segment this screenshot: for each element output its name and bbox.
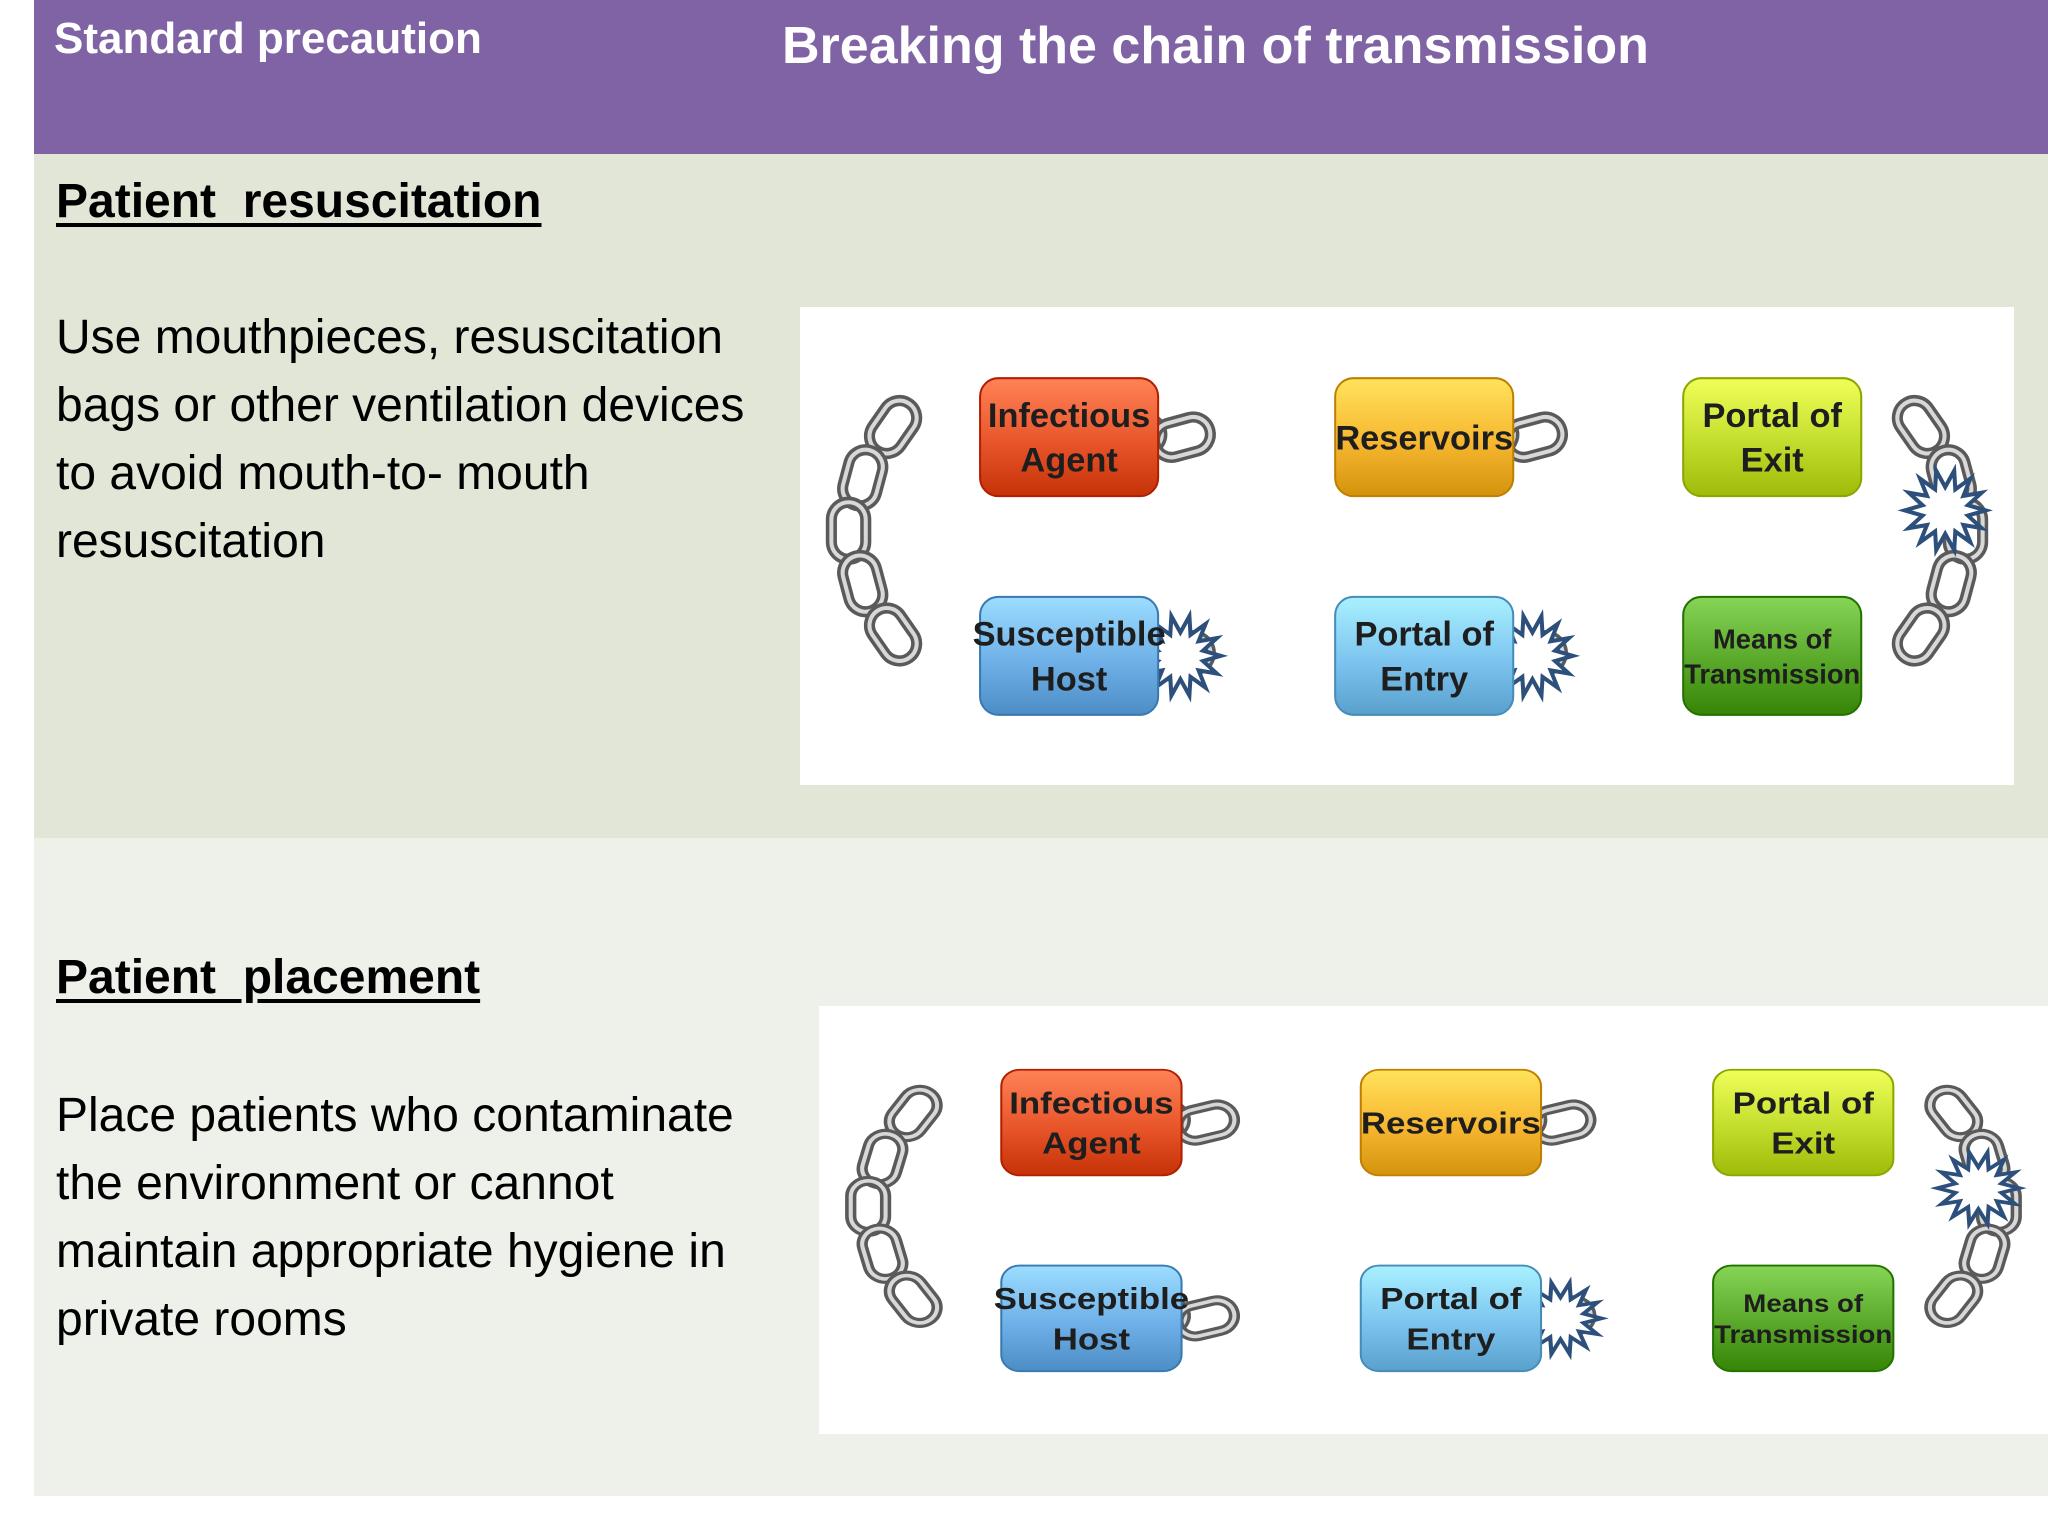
section-text: Place patients who contaminate the envir… <box>56 1089 734 1346</box>
chain-node-label: Transmission <box>1714 1320 1892 1348</box>
chain-node-label: Entry <box>1380 660 1468 698</box>
chain-node-portal-of-entry: Portal of Entry <box>1359 1264 1543 1373</box>
chain-node-label: Susceptible <box>994 1281 1189 1316</box>
section-heading: Patient resuscitation <box>56 175 542 228</box>
chain-node-label: Host <box>1053 1321 1130 1356</box>
chain-node-label: Agent <box>1020 442 1118 480</box>
chain-node-label: Agent <box>1042 1125 1141 1160</box>
break-burst-icon <box>1930 1146 2027 1230</box>
break-burst-icon <box>1897 463 1993 558</box>
section-heading: Patient placement <box>56 951 481 1004</box>
chain-node-label: Reservoirs <box>1361 1105 1541 1140</box>
chain-node-label: Exit <box>1741 442 1805 480</box>
chain-node-label: Portal of <box>1733 1085 1875 1120</box>
chain-node-label: Transmission <box>1684 658 1860 689</box>
chain-node-label: Exit <box>1771 1125 1835 1160</box>
section-text: Use mouthpieces, resuscitation bags or o… <box>56 311 745 568</box>
chain-node-means-of-transmission: Means of Transmission <box>1712 1264 1895 1373</box>
page-title: Breaking the chain of transmission <box>782 17 1649 75</box>
chain-node-label: Portal of <box>1380 1281 1522 1316</box>
chain-node-label: Means of <box>1713 624 1832 655</box>
chain-node-reservoirs: Reservoirs <box>1334 377 1515 498</box>
chain-node-label: Host <box>1031 660 1108 698</box>
chain-node-label: Portal of <box>1702 397 1842 435</box>
chain-link <box>883 1270 943 1328</box>
chain-node-label: Portal of <box>1354 616 1494 654</box>
chain-link <box>1172 1099 1241 1146</box>
chain-node-label: Susceptible <box>973 616 1166 654</box>
chain-link <box>863 602 923 667</box>
chain-node-label: Means of <box>1743 1289 1863 1317</box>
header-left-label: Standard precaution <box>54 14 482 63</box>
chain-link <box>1924 1270 1984 1328</box>
chain-node-portal-of-entry: Portal of Entry <box>1334 595 1515 716</box>
chain-node-label: Infectious <box>1009 1085 1173 1120</box>
chain-node-portal-of-exit: Portal of Exit <box>1682 377 1863 498</box>
chain-link <box>1148 411 1216 463</box>
chain-node-label: Reservoirs <box>1335 419 1513 457</box>
chain-node-portal-of-exit: Portal of Exit <box>1712 1068 1895 1177</box>
header-bar: Standard precaution Breaking the chain o… <box>34 0 2048 154</box>
chain-node-label: Entry <box>1406 1321 1496 1356</box>
chain-link <box>1891 602 1951 667</box>
chain-node-reservoirs: Reservoirs <box>1359 1068 1543 1177</box>
chain-node-label: Infectious <box>988 397 1150 435</box>
